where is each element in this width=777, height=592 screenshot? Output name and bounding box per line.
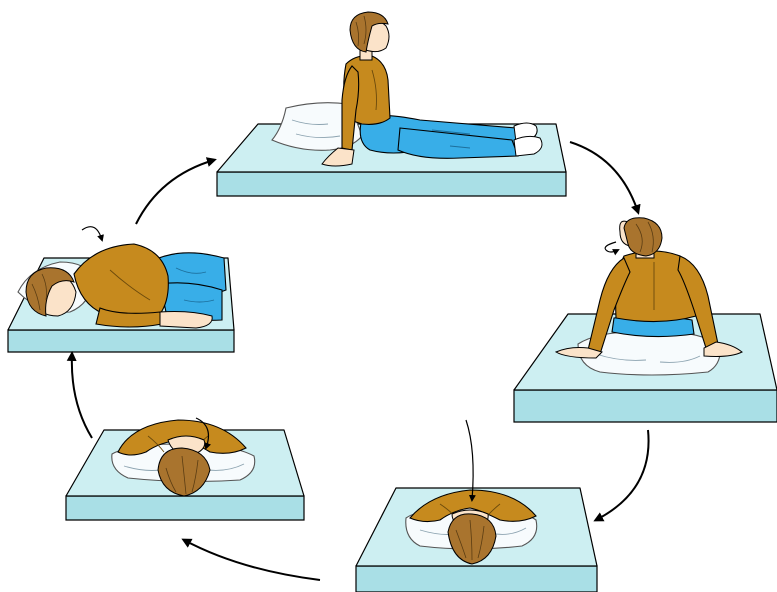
- panel-prone-head-turned: [66, 418, 304, 520]
- panel-side-lying: [8, 227, 234, 352]
- patient-figure: [26, 244, 226, 328]
- arrow-head-turned-to-prone: [596, 430, 649, 520]
- panel-sitting-head-turned: [514, 218, 777, 422]
- arrow-sitting-to-head-turned: [570, 142, 638, 212]
- head-turn-arrow: [605, 242, 618, 252]
- arrow-prone-to-prone-turned: [184, 540, 320, 580]
- arrow-prone-turned-to-side: [72, 354, 92, 438]
- roll-arrow: [82, 227, 102, 240]
- panel-sitting-up: [217, 12, 566, 196]
- panel-prone-head-down: [356, 420, 597, 592]
- arrow-side-to-sitting: [136, 160, 214, 224]
